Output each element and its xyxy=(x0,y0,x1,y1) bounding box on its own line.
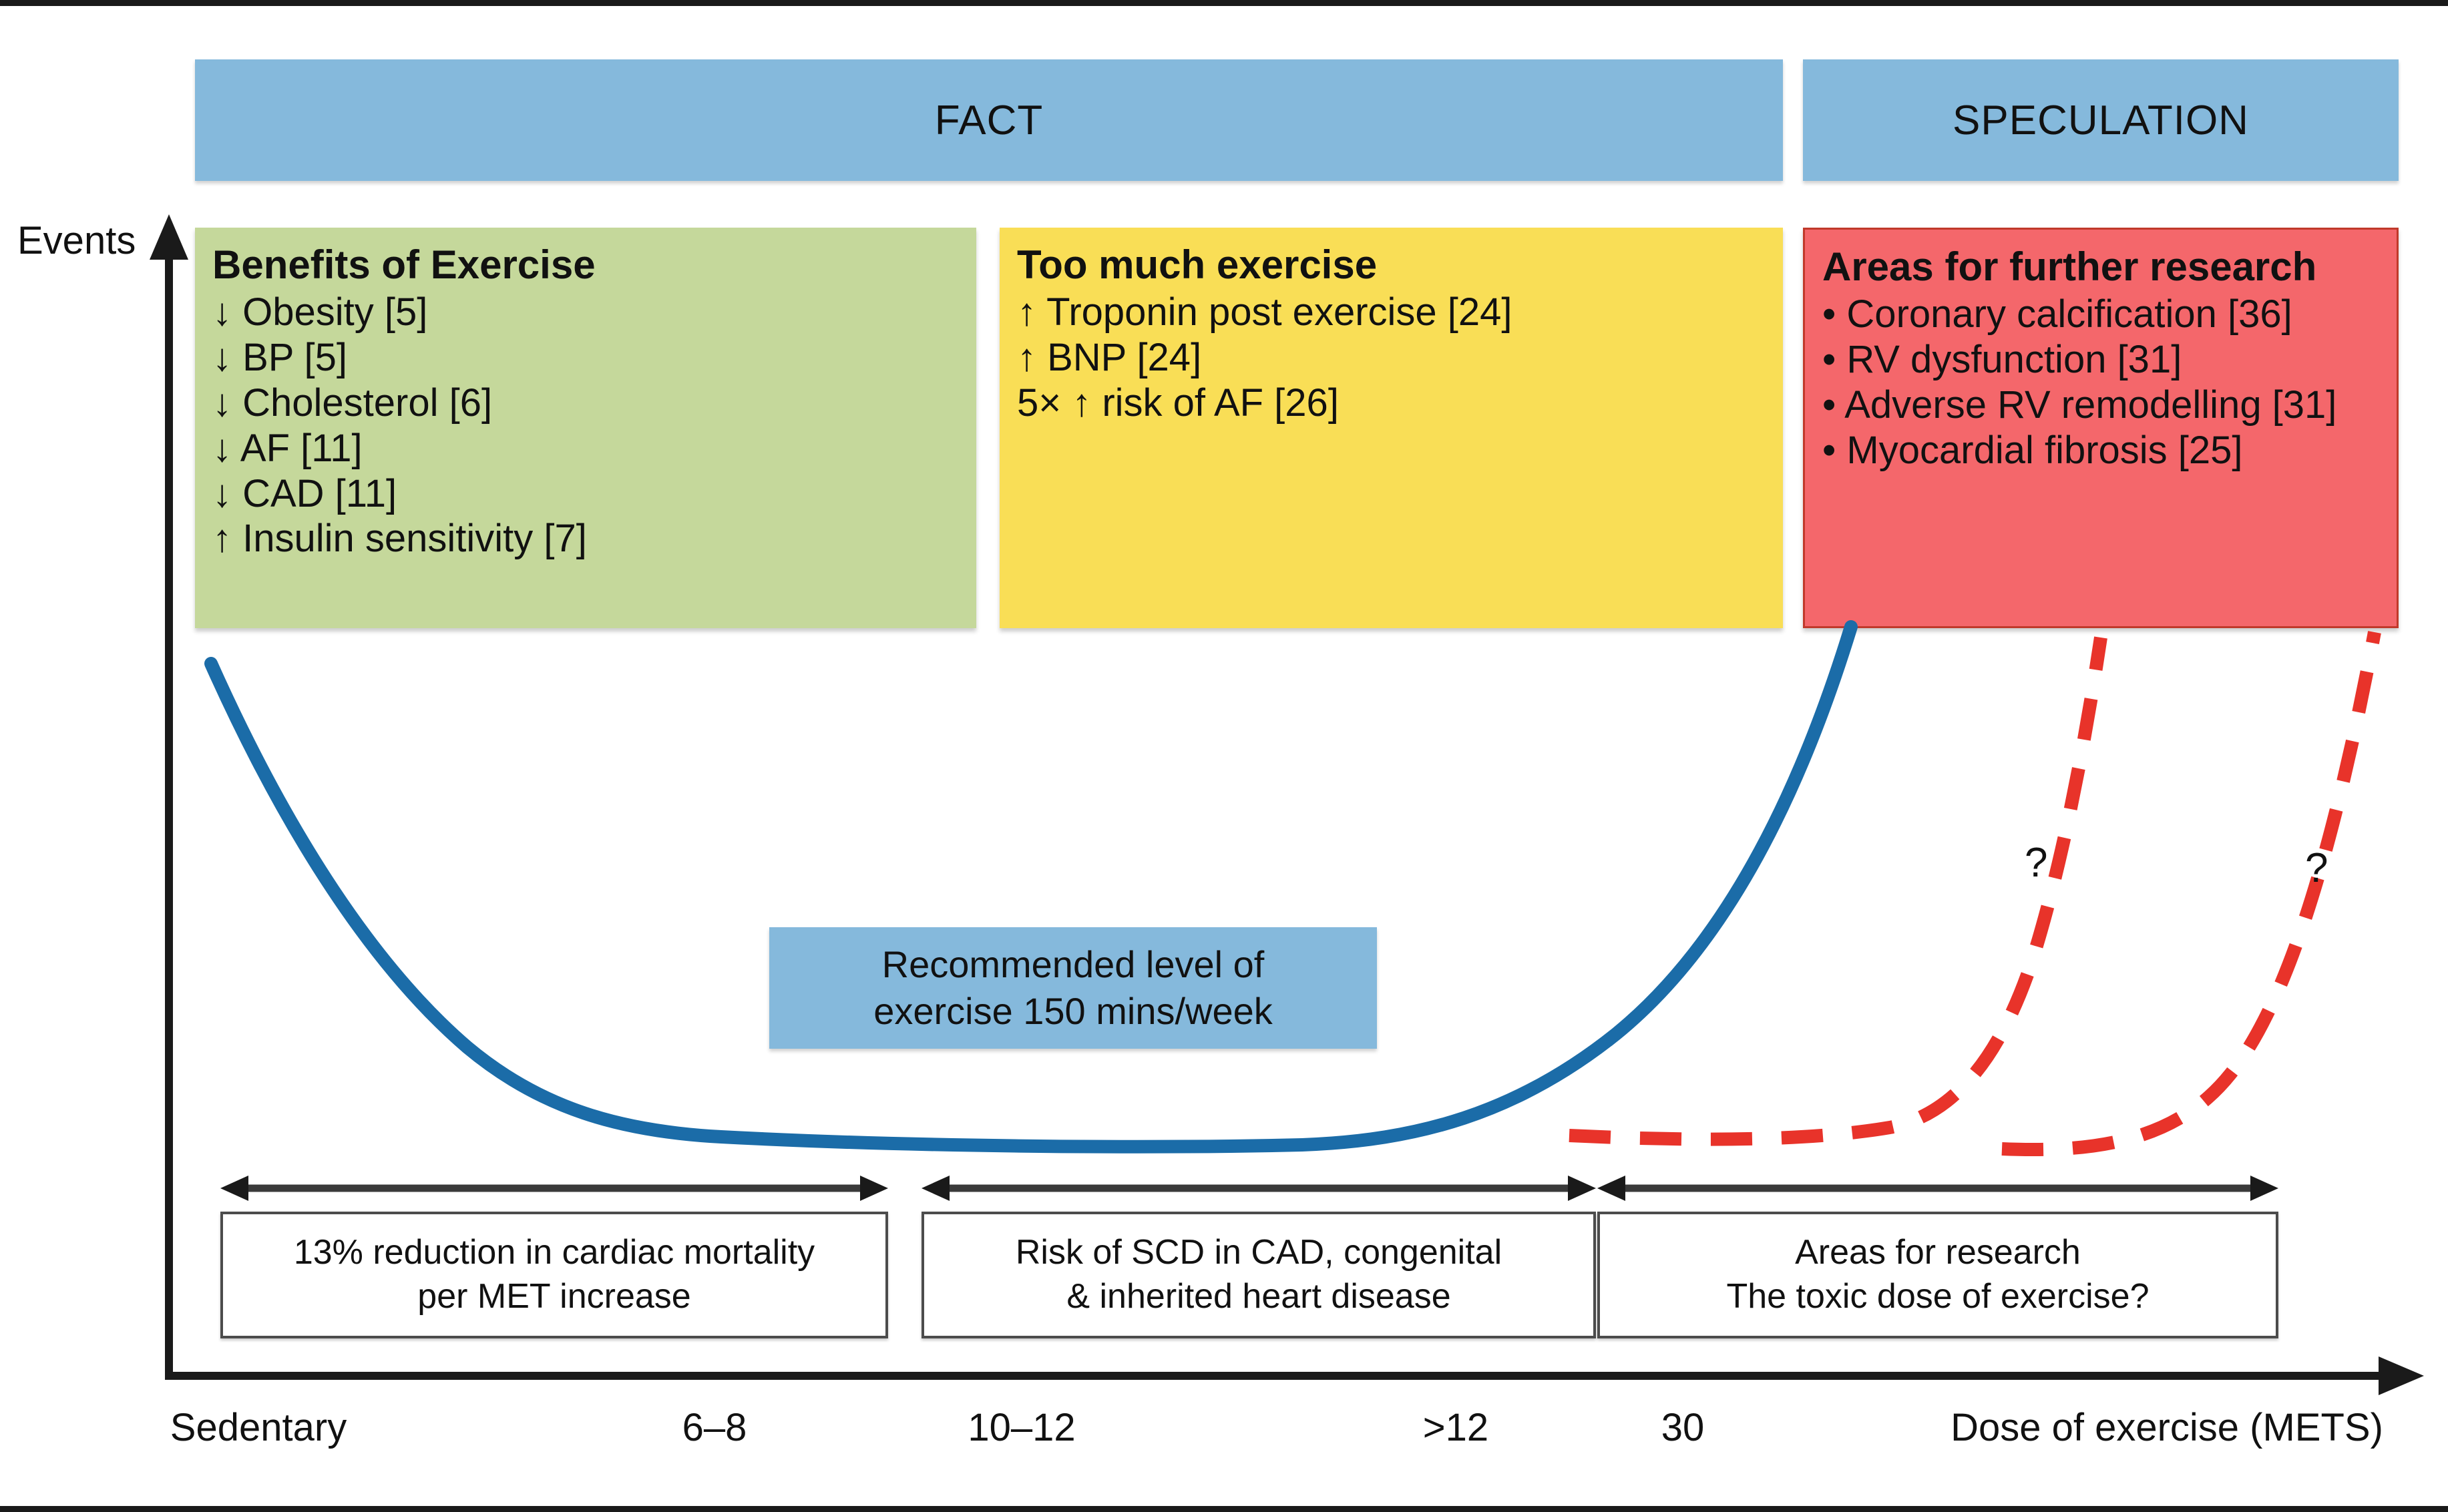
panel-research-list: • Coronary calcification [36] • RV dysfu… xyxy=(1822,292,2379,473)
curve-established-solid xyxy=(204,620,1858,1154)
panel-too-much-list: ↑ Troponin post exercise [24] ↑ BNP [24]… xyxy=(1017,290,1766,426)
double-arrow-icon xyxy=(1597,1176,2278,1201)
caption-box: 13% reduction in cardiac mortality per M… xyxy=(220,1212,888,1338)
caption-line-1: Areas for research xyxy=(1795,1233,2081,1272)
double-arrow-icon xyxy=(220,1176,888,1201)
banner-speculation-label: SPECULATION xyxy=(1953,97,2249,144)
list-item: ↓ Obesity [5] xyxy=(212,290,428,334)
recommended-line-1: Recommended level of xyxy=(881,943,1265,985)
caption-line-2: & inherited heart disease xyxy=(1066,1277,1451,1316)
caption-line-2: The toxic dose of exercise? xyxy=(1726,1277,2150,1316)
y-axis-label: Events xyxy=(17,219,136,262)
x-tick-label-sedentary: Sedentary xyxy=(170,1406,347,1449)
panel-benefits-of-exercise: Benefits of Exercise ↓ Obesity [5] ↓ BP … xyxy=(195,228,976,628)
list-item: ↑ Troponin post exercise [24] xyxy=(1017,290,1512,334)
banner-fact-label: FACT xyxy=(934,97,1044,144)
question-mark-annotation-1: ? xyxy=(2025,840,2048,886)
list-item: ↓ CAD [11] xyxy=(212,471,397,515)
recommended-line-2: exercise 150 mins/week xyxy=(873,990,1273,1032)
list-item: ↑ BNP [24] xyxy=(1017,336,1202,380)
curve-speculative-a-dashed xyxy=(1569,636,2107,1146)
panel-benefits-title: Benefits of Exercise xyxy=(212,242,596,287)
list-item: ↑ Insulin sensitivity [7] xyxy=(212,517,587,561)
banner-fact: FACT xyxy=(195,59,1783,181)
list-item: 5× ↑ risk of AF [26] xyxy=(1017,381,1339,425)
caption-box: Risk of SCD in CAD, congenital & inherit… xyxy=(922,1212,1596,1338)
list-item: ↓ AF [11] xyxy=(212,426,363,470)
x-tick-label-gt-12: >12 xyxy=(1422,1406,1489,1449)
x-tick-label-6-8: 6–8 xyxy=(682,1406,747,1449)
caption-line-1: Risk of SCD in CAD, congenital xyxy=(1015,1233,1502,1272)
panel-areas-for-further-research: Areas for further research • Coronary ca… xyxy=(1803,228,2399,628)
x-tick-label-10-12: 10–12 xyxy=(968,1406,1076,1449)
caption-box: Areas for research The toxic dose of exe… xyxy=(1597,1212,2278,1338)
panel-benefits-list: ↓ Obesity [5] ↓ BP [5] ↓ Cholesterol [6]… xyxy=(212,290,959,561)
list-item: ↓ BP [5] xyxy=(212,336,348,380)
question-mark-annotation-2: ? xyxy=(2305,845,2328,891)
list-item: • RV dysfunction [31] xyxy=(1822,338,2182,382)
caption-line-1: 13% reduction in cardiac mortality xyxy=(293,1233,815,1272)
banner-speculation: SPECULATION xyxy=(1803,59,2399,181)
panel-research-title: Areas for further research xyxy=(1822,244,2317,289)
list-item: ↓ Cholesterol [6] xyxy=(212,381,493,425)
panel-too-much-exercise: Too much exercise ↑ Troponin post exerci… xyxy=(1000,228,1783,628)
panel-too-much-title: Too much exercise xyxy=(1017,242,1378,287)
double-arrow-icon xyxy=(922,1176,1596,1201)
list-item: • Coronary calcification [36] xyxy=(1822,292,2292,336)
caption-line-2: per MET increase xyxy=(417,1277,691,1316)
x-tick-label-30: 30 xyxy=(1661,1406,1705,1449)
recommended-level-callout: Recommended level of exercise 150 mins/w… xyxy=(769,927,1377,1049)
x-axis-title: Dose of exercise (METS) xyxy=(1951,1406,2383,1449)
list-item: • Adverse RV remodelling [31] xyxy=(1822,383,2337,427)
list-item: • Myocardial fibrosis [25] xyxy=(1822,428,2243,472)
